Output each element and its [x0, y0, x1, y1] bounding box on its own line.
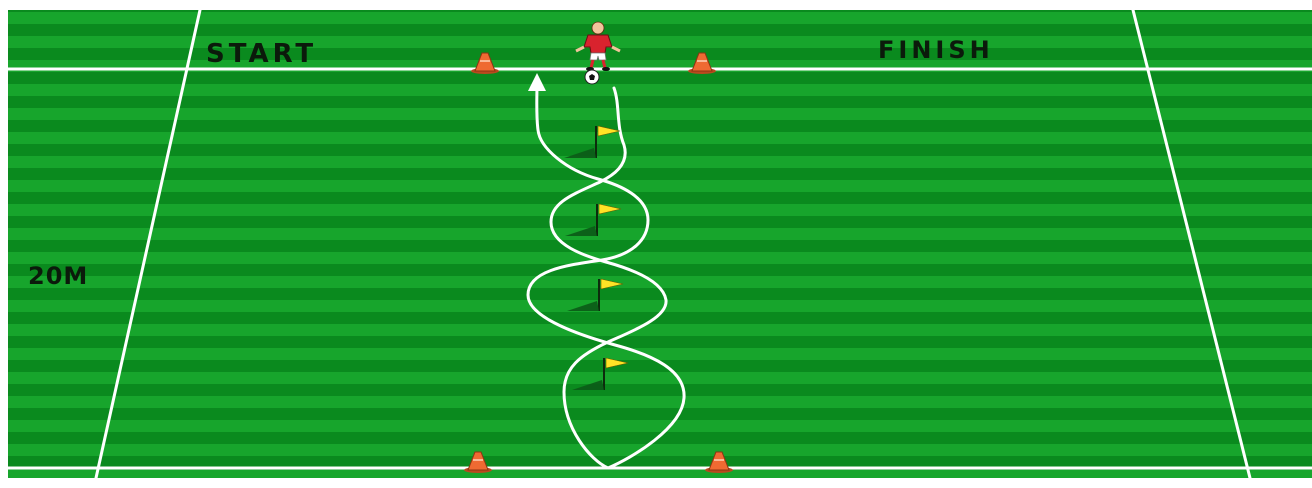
- finish-label: FINISH: [878, 36, 994, 64]
- distance-label: 20M: [28, 262, 88, 290]
- soccer-ball: [585, 70, 599, 84]
- start-label: START: [206, 39, 317, 69]
- grass-background: [8, 10, 1312, 478]
